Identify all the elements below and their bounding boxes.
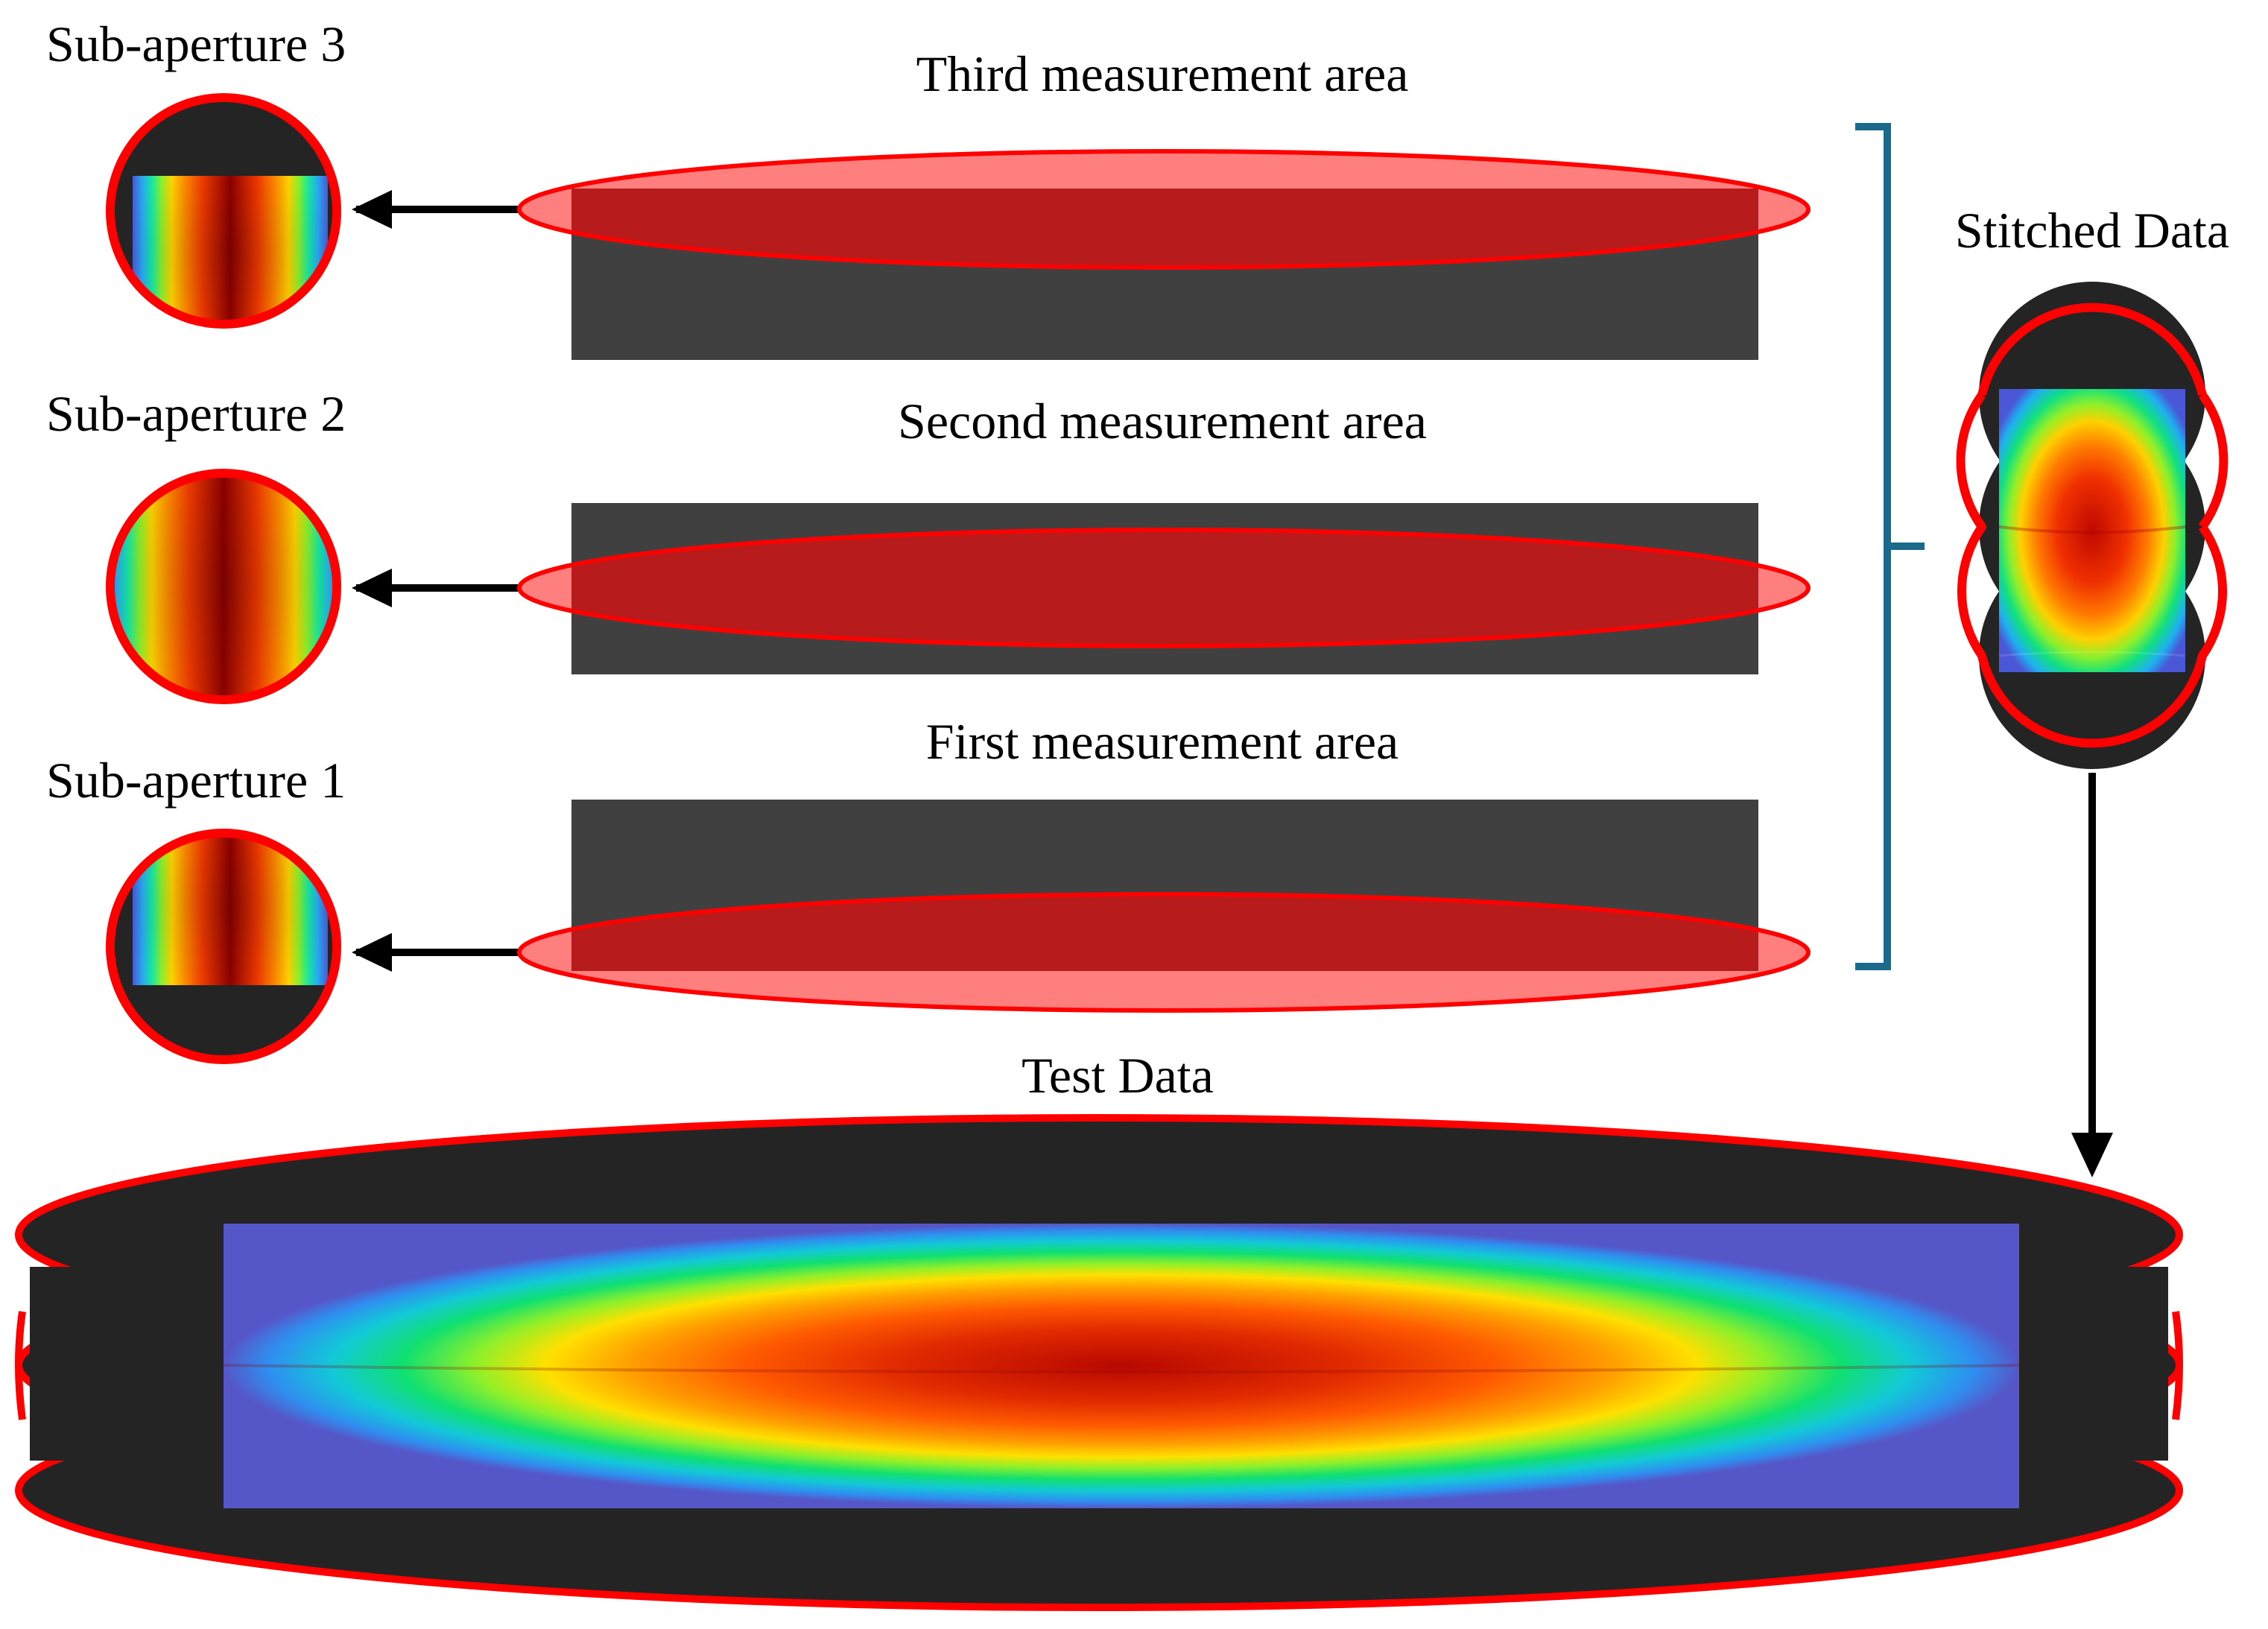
stitching-bracket xyxy=(1855,123,1925,970)
sub-aperture-2-label: Sub-aperture 2 xyxy=(46,385,346,442)
test-data-shape xyxy=(15,1114,2183,1611)
sub-aperture-3-circle xyxy=(106,93,341,329)
third-measurement-area xyxy=(517,149,1811,360)
second-measurement-area-label: Second measurement area xyxy=(898,393,1427,449)
sub-aperture-1-circle xyxy=(106,829,341,1064)
test-data-label: Test Data xyxy=(1021,1047,1214,1104)
sub-aperture-1-label: Sub-aperture 1 xyxy=(46,752,346,809)
first-measurement-area-label: First measurement area xyxy=(926,713,1399,770)
arrowhead-sub3 xyxy=(352,190,392,229)
sub-aperture-3-label: Sub-aperture 3 xyxy=(46,16,346,72)
arrowhead-test xyxy=(2071,1133,2113,1177)
first-measurement-area xyxy=(517,800,1811,1013)
stitched-data-shape xyxy=(1956,282,2229,769)
arrowhead-sub1 xyxy=(352,933,392,972)
sub-aperture-2-circle xyxy=(106,469,341,704)
stitched-data-label: Stitched Data xyxy=(1955,202,2229,259)
third-measurement-area-label: Third measurement area xyxy=(916,45,1409,102)
second-measurement-area xyxy=(517,503,1811,674)
arrowhead-sub2 xyxy=(352,569,392,607)
